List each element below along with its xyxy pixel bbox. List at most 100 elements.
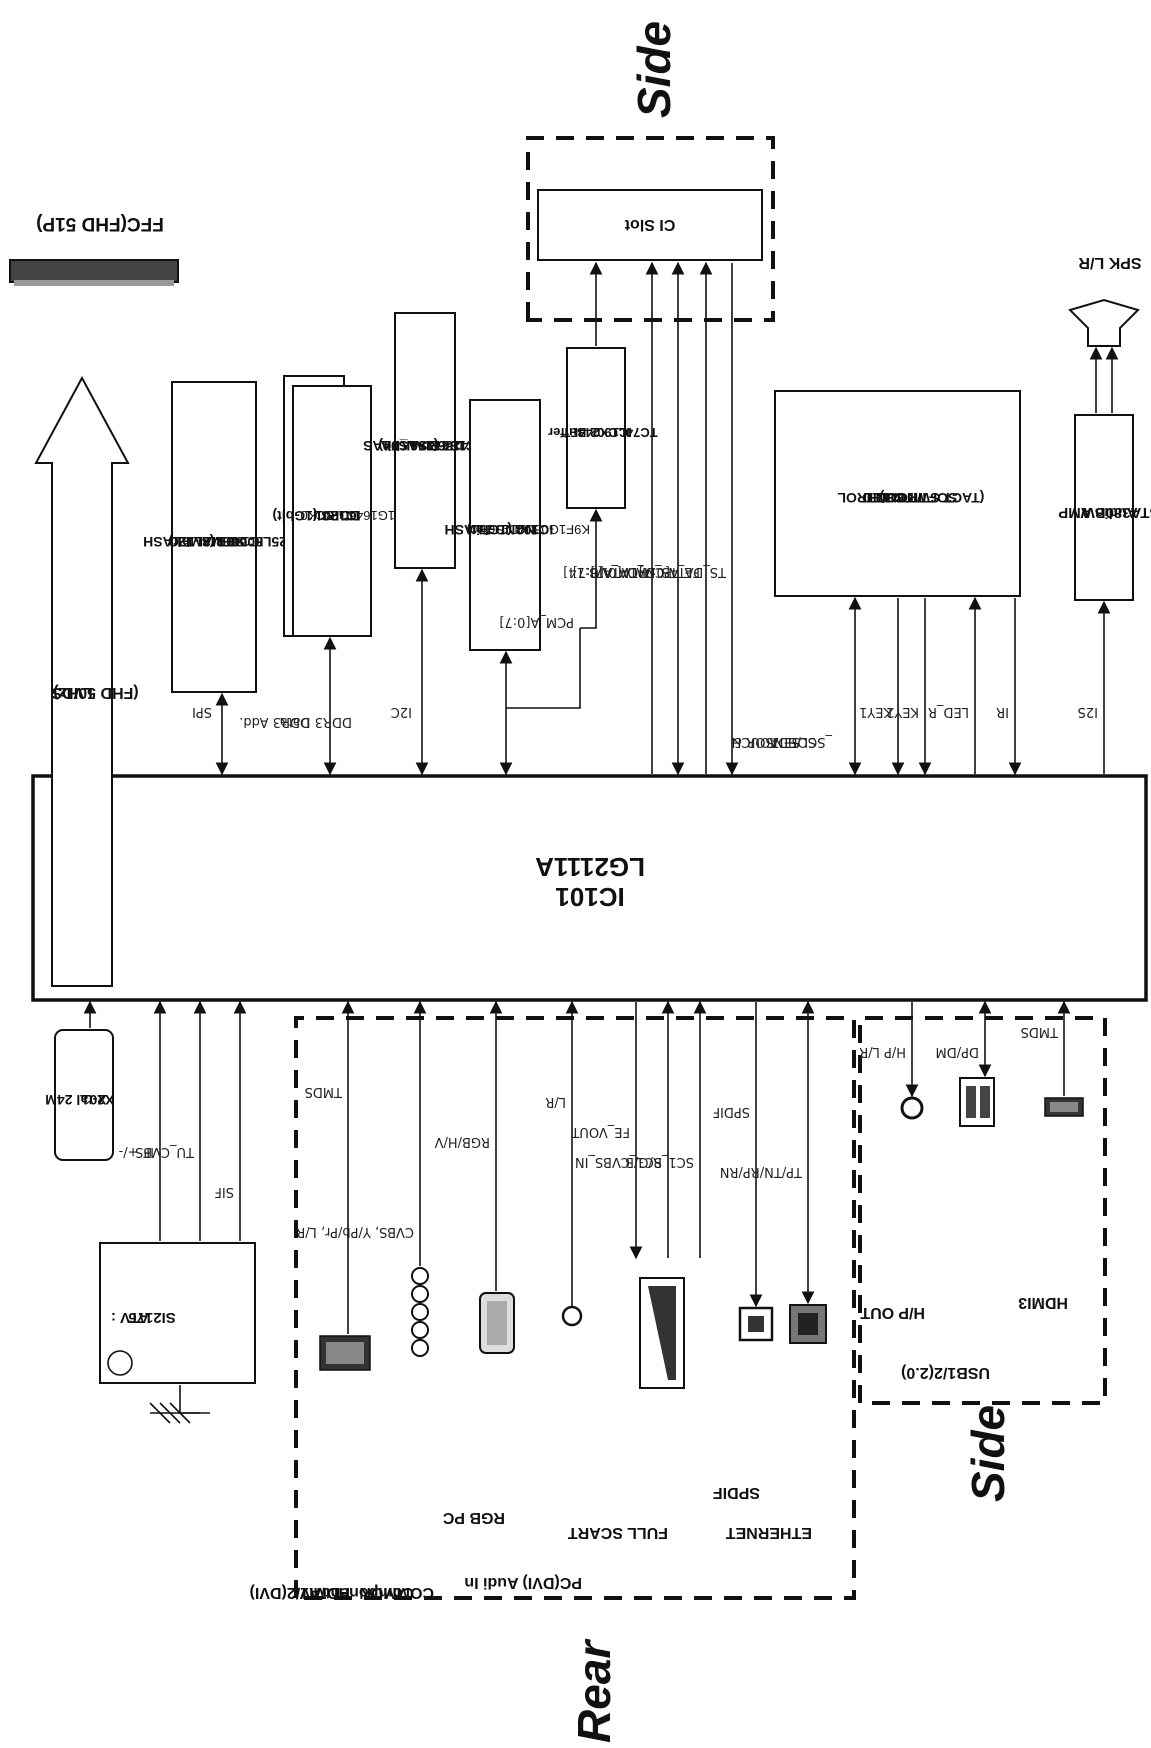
nand-line3: K9F1G08U0D-SCB0 bbox=[470, 522, 590, 537]
hdmi-connector-icon bbox=[319, 1335, 371, 1371]
eeprom-line1: SERIAL_FLAS bbox=[363, 438, 459, 454]
ci-buffer-line2: TC74LCX244FT bbox=[562, 425, 657, 440]
lvds-arrow bbox=[34, 375, 130, 987]
audio-amp-line2: STA380BW bbox=[1080, 504, 1151, 521]
ethernet-label: ETHERNET bbox=[726, 1524, 812, 1541]
main-chip-box bbox=[31, 774, 1148, 1002]
hdmi3-signal-label: TMDS bbox=[1021, 1024, 1059, 1039]
sensor-label-3: _SCL/SDA bbox=[770, 734, 833, 749]
ffc-connector-icon bbox=[9, 259, 179, 283]
spdif-connector-icon bbox=[738, 1306, 774, 1342]
sensor-label-1: SENSOR & bbox=[732, 734, 800, 749]
nand-box bbox=[469, 399, 541, 651]
control-line4: (TACT SWITCH) bbox=[880, 490, 985, 506]
crystal-box bbox=[54, 1029, 114, 1161]
ts-data-label: TS_DATA[0:7] bbox=[639, 564, 727, 579]
hdmi3-connector-icon bbox=[1044, 1097, 1084, 1117]
nand-line2: IC102 (1Gbit) bbox=[467, 522, 553, 538]
ddr3-line3: K4B1G1646G-BCK0 bbox=[300, 508, 419, 523]
nand-line1: NAND FLASH bbox=[445, 522, 536, 538]
vga-connector-icon bbox=[479, 1292, 515, 1354]
rgb-signal-label: RGB/H/V bbox=[434, 1134, 490, 1149]
ethernet-port-icon bbox=[789, 1304, 827, 1344]
tu-cvbs-label: TU_CVBS bbox=[135, 1144, 195, 1159]
serial-flash-line2: IC1401 (8Mbit) bbox=[169, 534, 264, 550]
pcm-a-low-label: PCM_A[0:7] bbox=[499, 614, 574, 629]
ci-buffer-line1: IC1902 Buffer bbox=[548, 425, 632, 440]
i2s-label: I2S bbox=[1078, 704, 1098, 719]
if-label: IF +/- bbox=[118, 1144, 154, 1159]
side-top-region bbox=[526, 136, 775, 322]
sensor-label-2: SOFT TOUCH bbox=[732, 734, 816, 749]
hdmi3-label: HDMI3 bbox=[1018, 1294, 1068, 1311]
usb-signal-label: DP/DM bbox=[936, 1044, 979, 1059]
main-chip-name: LG2111A bbox=[535, 852, 645, 882]
ffc-connector-edge bbox=[14, 280, 174, 286]
pc-audio-signal-label: L/R bbox=[545, 1094, 566, 1109]
eeprom-box bbox=[394, 312, 456, 569]
serial-flash-box bbox=[171, 381, 257, 693]
scart-label: FULL SCART bbox=[568, 1524, 668, 1541]
ffc-label: FFC(FHD 51P) bbox=[36, 213, 164, 234]
crystal-line2: X201 bbox=[81, 1092, 114, 1108]
hdmi-tmds-label: TMDS bbox=[305, 1084, 343, 1099]
pcm-a-low-arrow bbox=[580, 508, 603, 629]
region-label-rear: Rear bbox=[568, 1639, 620, 1743]
spdif-label: SPDIF bbox=[713, 1484, 760, 1501]
serial-flash-line1: SERIAL FLASH bbox=[143, 534, 245, 550]
pc-audio-jack-icon bbox=[561, 1305, 583, 1327]
control-line1: CONTROL bbox=[837, 490, 907, 506]
spdif-signal-label: SPDIF bbox=[713, 1104, 750, 1119]
usb-label: USB1/2(2.0) bbox=[901, 1364, 990, 1381]
headphone-jack-icon bbox=[900, 1096, 924, 1120]
spi-label: SPI bbox=[192, 704, 212, 719]
usb-port-icon bbox=[959, 1077, 995, 1127]
fe-ts-data-label: FE_TS_DATA[0:7] bbox=[591, 564, 700, 579]
control-line3: SOFT TOUCH bbox=[867, 490, 958, 506]
hp-label: H/P OUT bbox=[860, 1304, 925, 1321]
ddr3-box bbox=[292, 385, 372, 637]
sc1-rgb-label: SC1_R/G/B bbox=[625, 1154, 694, 1169]
ddr3-data-label: DDR3 Data bbox=[280, 714, 353, 729]
serial-flash-line3: MX25L8006EM2I-12G bbox=[168, 534, 308, 550]
hdmi-label: HDMI1/2(DVI) bbox=[250, 1584, 350, 1601]
i2c-label: I2C bbox=[391, 704, 412, 719]
fe-vout-label: FE_VOUT bbox=[571, 1124, 630, 1139]
scart-connector-icon bbox=[639, 1277, 685, 1389]
speaker-icon bbox=[1068, 298, 1140, 347]
audio-amp-box bbox=[1074, 414, 1134, 601]
main-chip-ref: IC101 bbox=[555, 882, 624, 912]
ddr3-line1: DDR3 (1Gbit) bbox=[272, 508, 359, 524]
tuner-line2: SI2176 bbox=[128, 1309, 176, 1326]
tuner-mark-icon bbox=[107, 1350, 133, 1376]
hp-signal-label: H/P L/R bbox=[859, 1044, 906, 1059]
ci-slot-label: CI Slot bbox=[624, 216, 675, 233]
ci-slot-box bbox=[537, 189, 763, 261]
ddr3-add-label: DDR3 Add. bbox=[239, 714, 310, 729]
led-r-label: LED_R bbox=[928, 704, 969, 719]
tuner-line1: ATV : bbox=[111, 1309, 149, 1326]
antenna-icon bbox=[149, 1385, 210, 1424]
pcm-a-low-line bbox=[506, 628, 581, 709]
lvds-label-1: LVDS bbox=[51, 684, 93, 701]
tuner-box bbox=[99, 1242, 256, 1384]
control-line2: IR & LED bbox=[862, 490, 922, 506]
pcm-a-high-label: PCM_A[8:14] bbox=[563, 564, 646, 579]
key1-label: KEY1 bbox=[859, 704, 892, 719]
side-bottom-region bbox=[858, 1016, 1107, 1405]
ethernet-signal-label: TP/TN/RP/RN bbox=[720, 1164, 803, 1179]
component-label-1: Component/AV bbox=[299, 1584, 414, 1601]
ir-label: IR bbox=[996, 704, 1009, 719]
region-label-side-bottom: Side bbox=[962, 1405, 1014, 1502]
crystal-line1: X-tal 24M bbox=[45, 1092, 106, 1108]
pcm-data-label: PCM_DATA[0:7] bbox=[573, 564, 672, 579]
lvds-label-2: (FHD 50Hz) bbox=[53, 684, 138, 701]
spk-label: SPK L/R bbox=[1078, 254, 1142, 271]
key2-label: KEY2 bbox=[886, 704, 919, 719]
sc1-cvbs-label: SC1_CVBS_IN bbox=[575, 1154, 662, 1169]
ci-buffer-box bbox=[566, 347, 626, 509]
rear-region bbox=[294, 1016, 856, 1600]
